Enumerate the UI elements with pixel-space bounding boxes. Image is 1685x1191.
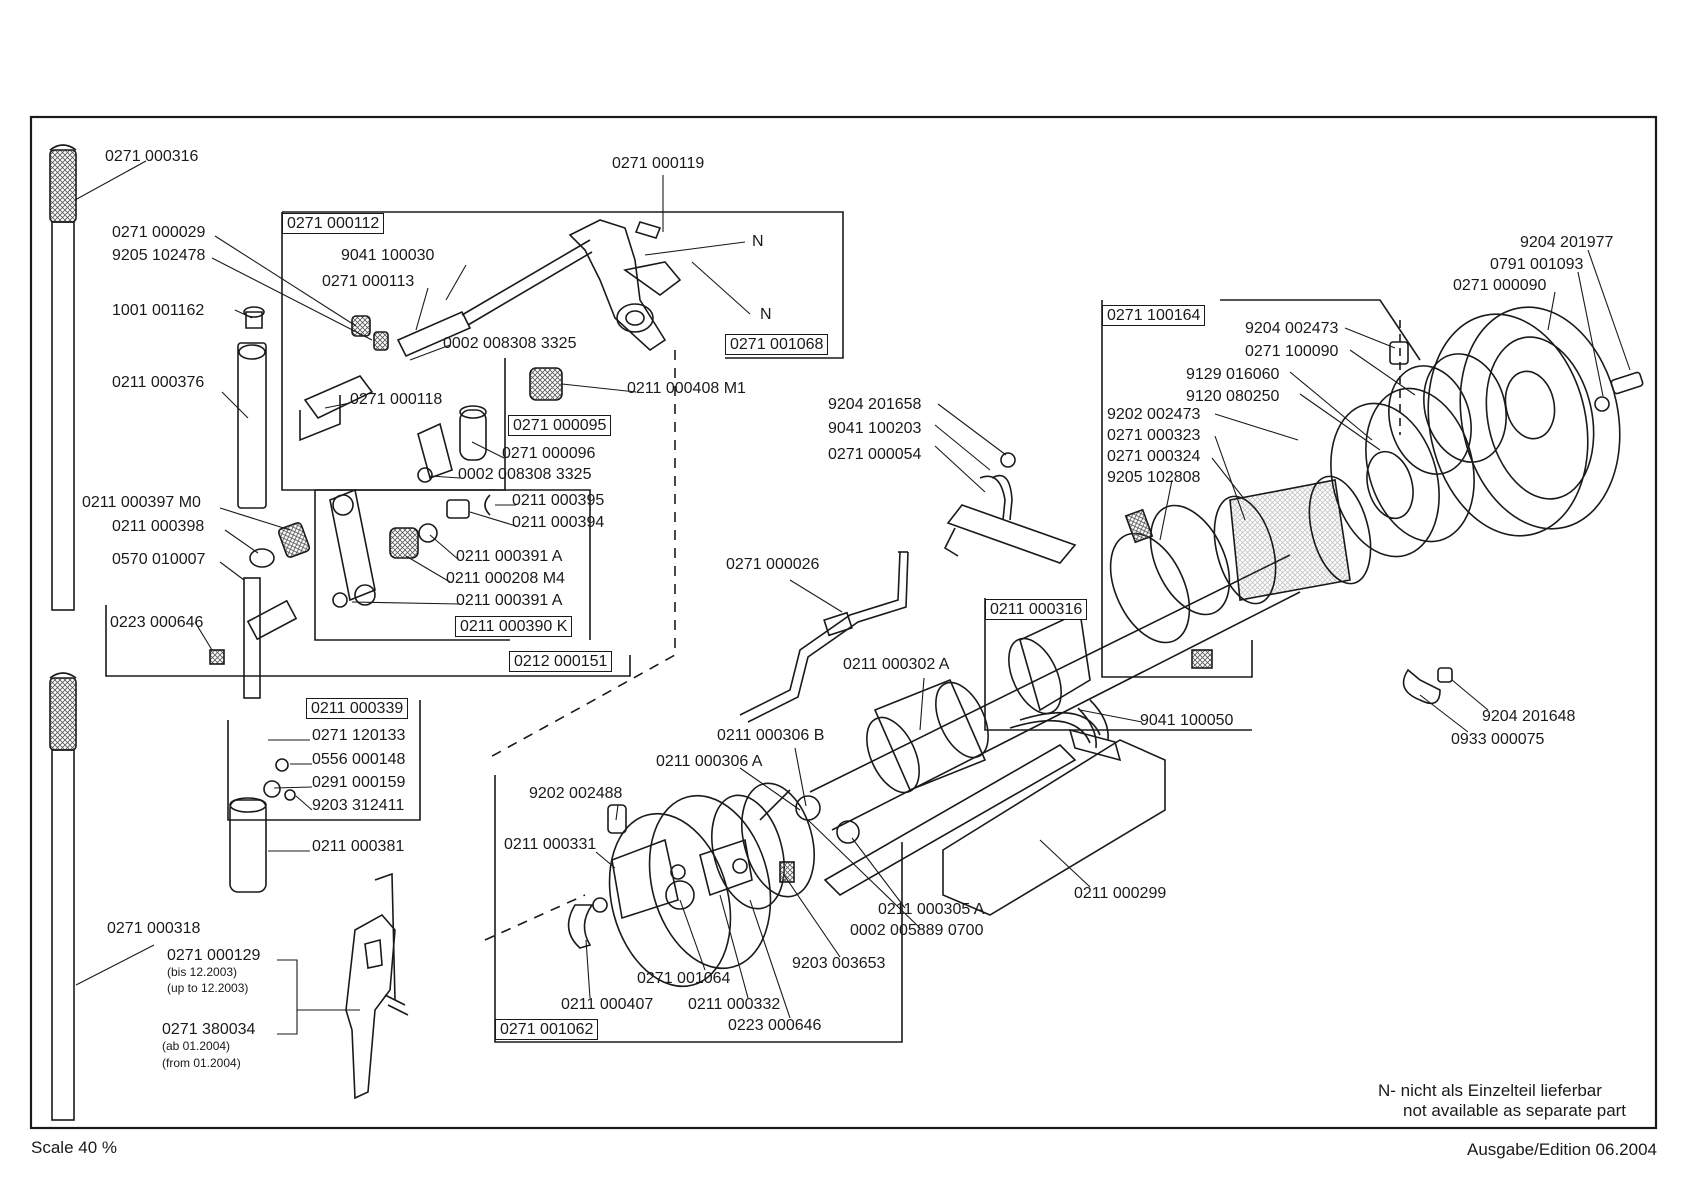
- part-label: 9120 080250: [1186, 388, 1280, 405]
- part-label: 0570 010007: [112, 551, 206, 568]
- group-outline-0271-001068: [282, 211, 844, 359]
- part-label: 9205 102808: [1107, 469, 1201, 486]
- group-box-label: 0211 000390 K: [455, 616, 573, 637]
- part-label: 9205 102478: [112, 247, 206, 264]
- part-note: (bis 12.2003): [167, 965, 238, 979]
- part-note: (ab 01.2004): [162, 1039, 231, 1053]
- part-label: 9041 100050: [1140, 712, 1234, 729]
- part-label: 9041 100030: [341, 247, 435, 264]
- part-label: 0002 008308 3325: [458, 466, 592, 483]
- part-label: 9204 002473: [1245, 320, 1339, 337]
- part-label: 0211 000332: [688, 996, 781, 1013]
- part-label: 1001 001162: [112, 302, 205, 319]
- part-note: (from 01.2004): [162, 1056, 241, 1070]
- part-label: 0556 000148: [312, 751, 406, 768]
- scale-note: Scale 40 %: [31, 1138, 117, 1157]
- not-available-marker: N: [760, 306, 772, 323]
- part-label: 0211 000391 A: [456, 548, 563, 565]
- part-label: 0271 000090: [1453, 277, 1547, 294]
- part-label: 0271 100090: [1245, 343, 1339, 360]
- part-label: 0271 001064: [637, 970, 731, 987]
- group-outline-0211-000390: [315, 489, 591, 640]
- part-label: 0271 000324: [1107, 448, 1201, 465]
- part-label: 0271 120133: [312, 727, 406, 744]
- part-label: 0223 000646: [110, 614, 204, 631]
- part-label: 9129 016060: [1186, 366, 1280, 383]
- part-label: 9203 312411: [312, 797, 405, 814]
- group-box-label: 0271 100164: [1102, 305, 1206, 326]
- part-label: 0271 380034: [162, 1021, 256, 1038]
- not-available-marker: N: [752, 233, 764, 250]
- group-outline-0211-000339: [227, 700, 421, 821]
- part-label: 0271 000318: [107, 920, 201, 937]
- part-note: (up to 12.2003): [167, 981, 249, 995]
- group-outline-0211-000316: [984, 598, 1252, 731]
- group-outline-0271-001062: [494, 775, 903, 1043]
- part-label: 9041 100203: [828, 420, 922, 437]
- note-line-english: not available as separate part: [1403, 1101, 1627, 1120]
- group-box-label: 0212 000151: [509, 651, 613, 672]
- group-box-label: 0211 000339: [306, 698, 409, 719]
- group-outline-top: [1220, 299, 1421, 361]
- part-label: 0271 000316: [105, 148, 199, 165]
- part-label: 0271 000129: [167, 947, 261, 964]
- part-label: 0291 000159: [312, 774, 406, 791]
- group-box-label: 0271 000095: [508, 415, 612, 436]
- part-label: 0211 000398: [112, 518, 205, 535]
- part-label: 9202 002488: [529, 785, 623, 802]
- part-label: 0271 000118: [350, 391, 443, 408]
- part-label: 0271 000096: [502, 445, 596, 462]
- part-label: 9204 201977: [1520, 234, 1614, 251]
- part-label: 9204 201658: [828, 396, 922, 413]
- part-label: 0271 000323: [1107, 427, 1201, 444]
- part-label: 9204 201648: [1482, 708, 1576, 725]
- part-label: 0211 000376: [112, 374, 205, 391]
- part-label: 0002 005889 0700: [850, 922, 984, 939]
- part-label: 0211 000299: [1074, 885, 1167, 902]
- group-outline-0212-000151: [105, 605, 631, 677]
- group-box-label: 0271 001062: [495, 1019, 599, 1040]
- part-label: 0211 000397 M0: [82, 494, 201, 511]
- part-label: 0211 000208 M4: [446, 570, 565, 587]
- group-box-label: 0271 001068: [725, 334, 829, 355]
- part-label: 0211 000306 B: [717, 727, 825, 744]
- part-label: 0223 000646: [728, 1017, 822, 1034]
- part-label: 0211 000394: [512, 514, 605, 531]
- part-label: 0791 001093: [1490, 256, 1584, 273]
- part-label: 0271 000026: [726, 556, 820, 573]
- part-label: 0211 000306 A: [656, 753, 763, 770]
- part-label: 0933 000075: [1451, 731, 1545, 748]
- group-outline-0271-100164: [1101, 300, 1253, 678]
- group-box-label: 0211 000316: [985, 599, 1088, 620]
- group-box-label: 0271 000112: [282, 213, 385, 234]
- part-label: 0002 008308 3325: [443, 335, 577, 352]
- part-label: 0271 000113: [322, 273, 415, 290]
- part-label: 0271 000054: [828, 446, 922, 463]
- part-label: 9202 002473: [1107, 406, 1201, 423]
- part-label: 0211 000381: [312, 838, 405, 855]
- part-label: 0211 000302 A: [843, 656, 950, 673]
- part-label: 0211 000408 M1: [627, 380, 746, 397]
- edition-note: Ausgabe/Edition 06.2004: [1467, 1140, 1657, 1159]
- part-label: 9203 003653: [792, 955, 886, 972]
- part-label: 0211 000331: [504, 836, 597, 853]
- part-label: 0211 000305 A: [878, 901, 985, 918]
- drawing-frame: [29, 115, 1658, 1130]
- part-label: 0211 000395: [512, 492, 605, 509]
- part-label: 0271 000119: [612, 155, 705, 172]
- part-label: 0271 000029: [112, 224, 206, 241]
- part-label: 0211 000391 A: [456, 592, 563, 609]
- note-line-german: N- nicht als Einzelteil lieferbar: [1378, 1081, 1602, 1100]
- part-label: 0211 000407: [561, 996, 654, 1013]
